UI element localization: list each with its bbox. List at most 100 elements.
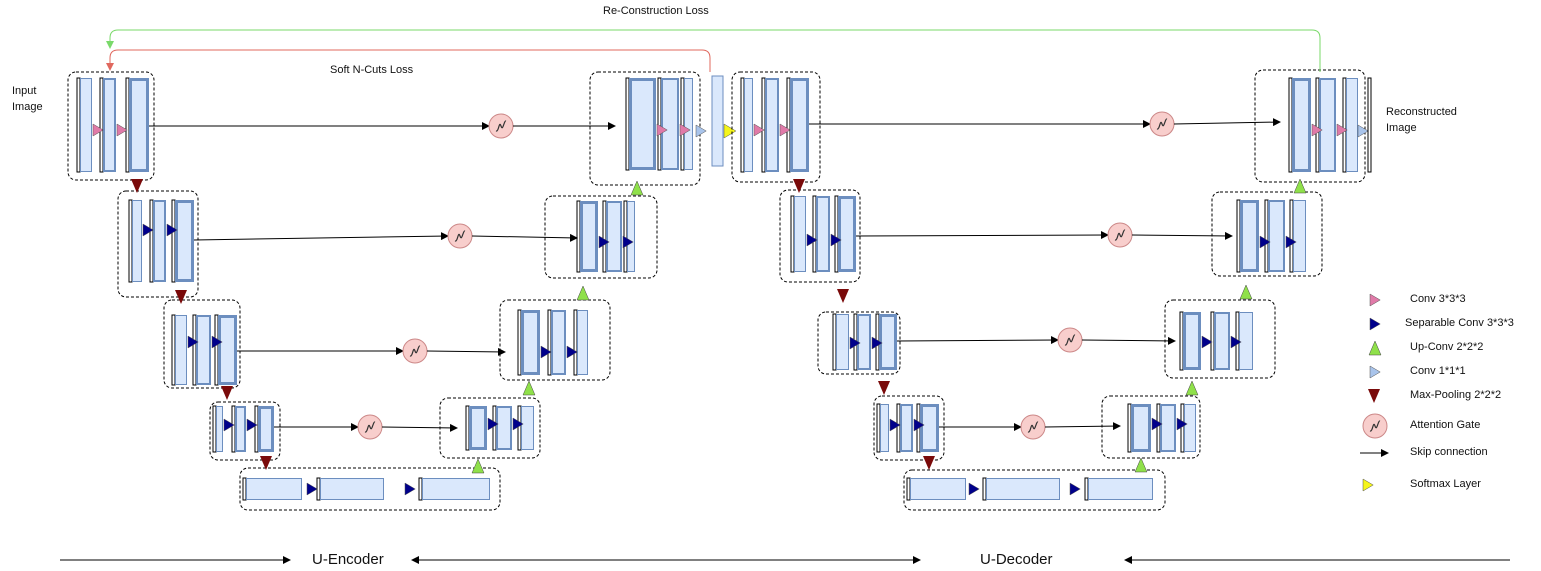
- up-conv-icon: [630, 180, 644, 196]
- block-container: [117, 190, 199, 298]
- legend-conv-icon: [1369, 293, 1381, 307]
- skip-connection-arrow: [1081, 336, 1176, 345]
- feature-map: [258, 406, 274, 452]
- feature-map-edge: [517, 309, 522, 376]
- feature-map-edge: [418, 477, 423, 501]
- feature-map-edge: [576, 200, 581, 273]
- up-conv-icon: [576, 285, 590, 301]
- feature-map-edge: [254, 405, 259, 453]
- legend-softmax-icon: [1362, 478, 1374, 492]
- block-container: [1254, 69, 1366, 183]
- feature-map: [857, 314, 871, 370]
- separable-conv-icon: [566, 345, 578, 359]
- attention-gate-curve: [1027, 421, 1039, 433]
- input-image-label: Input Image: [12, 85, 43, 113]
- attention-gate-curve: [495, 120, 507, 132]
- conv-icon: [1311, 123, 1323, 137]
- feature-map-edge: [465, 405, 470, 451]
- skip-connection-arrow: [193, 232, 449, 241]
- attention-gate-curve: [1369, 420, 1381, 432]
- separable-conv-icon: [622, 235, 634, 249]
- block-container: [817, 311, 901, 375]
- u-encoder-label: U-Encoder: [312, 551, 384, 568]
- feature-map: [836, 314, 849, 370]
- feature-map-edge: [573, 309, 578, 376]
- feature-map: [910, 478, 966, 500]
- softmax-feature-map: [711, 75, 724, 167]
- feature-map: [1131, 404, 1151, 452]
- max-pool-icon: [131, 179, 143, 193]
- feature-map: [521, 310, 540, 375]
- block-container: [903, 469, 1166, 511]
- feature-map: [838, 196, 856, 272]
- separable-conv-icon: [211, 335, 223, 349]
- separable-conv-icon: [246, 418, 258, 432]
- feature-map-edge: [1264, 199, 1269, 273]
- feature-map-edge: [657, 77, 662, 171]
- conv1x1-icon: [1357, 124, 1369, 138]
- conv-icon: [779, 123, 791, 137]
- feature-map: [580, 201, 598, 272]
- feature-map: [1160, 404, 1176, 452]
- conv-icon: [116, 123, 128, 137]
- feature-map-edge: [876, 403, 881, 453]
- attention-gate-curve: [409, 345, 421, 357]
- feature-map-edge: [834, 195, 839, 273]
- feature-map: [469, 406, 487, 450]
- max-pool-icon: [923, 456, 935, 470]
- block-container: [209, 401, 281, 461]
- output-feature-map: [1367, 77, 1372, 173]
- feature-map-edge: [896, 403, 901, 453]
- legend-separable-conv-icon: [1369, 317, 1381, 331]
- block-container: [1211, 191, 1323, 277]
- skip-connection-arrow: [896, 336, 1059, 345]
- block-container: [1164, 299, 1276, 379]
- feature-map: [320, 478, 384, 500]
- feature-map-edge: [125, 77, 130, 173]
- feature-map: [1239, 312, 1253, 370]
- separable-conv-icon: [889, 418, 901, 432]
- feature-map-edge: [1210, 311, 1215, 371]
- feature-map: [765, 78, 779, 172]
- feature-map-edge: [790, 195, 795, 273]
- attention-gate-curve: [1114, 229, 1126, 241]
- feature-map-edge: [192, 314, 197, 386]
- separable-conv-icon: [223, 418, 235, 432]
- u-decoder-label: U-Decoder: [980, 551, 1053, 568]
- feature-map: [790, 78, 809, 172]
- feature-map: [1088, 478, 1153, 500]
- feature-map-edge: [1156, 403, 1161, 453]
- skip-connection-arrow: [426, 347, 506, 356]
- separable-conv-icon: [871, 336, 883, 350]
- feature-map: [900, 404, 913, 452]
- feature-map-edge: [99, 77, 104, 173]
- max-pool-icon: [1368, 389, 1380, 403]
- block-container: [589, 71, 701, 186]
- feature-map-edge: [832, 313, 837, 371]
- feature-map-edge: [761, 77, 766, 173]
- legend-label-max-pool: Max-Pooling 2*2*2: [1410, 389, 1502, 401]
- feature-map-edge: [623, 200, 628, 273]
- feature-map-edge: [1180, 403, 1185, 453]
- feature-map-edge: [214, 314, 219, 386]
- legend-label-conv1x1: Conv 1*1*1: [1410, 365, 1466, 377]
- reconstructed-image-label: Reconstructed Image: [1386, 106, 1457, 134]
- feature-map: [103, 78, 116, 172]
- feature-map: [629, 78, 656, 170]
- feature-map: [606, 201, 622, 272]
- feature-map-edge: [171, 314, 176, 386]
- conv-icon: [92, 123, 104, 137]
- feature-map-edge: [906, 477, 911, 501]
- skip-connection-arrow: [381, 423, 458, 432]
- max-pool-icon: [878, 381, 890, 395]
- feature-map: [175, 315, 187, 385]
- feature-map-edge: [602, 200, 607, 273]
- feature-map-edge: [547, 309, 552, 376]
- separable-conv-icon: [404, 482, 416, 496]
- feature-map: [246, 478, 302, 500]
- feature-map-edge: [786, 77, 791, 173]
- skip-connection-arrow: [1131, 231, 1233, 240]
- feature-map: [218, 315, 237, 385]
- feature-map: [235, 406, 246, 452]
